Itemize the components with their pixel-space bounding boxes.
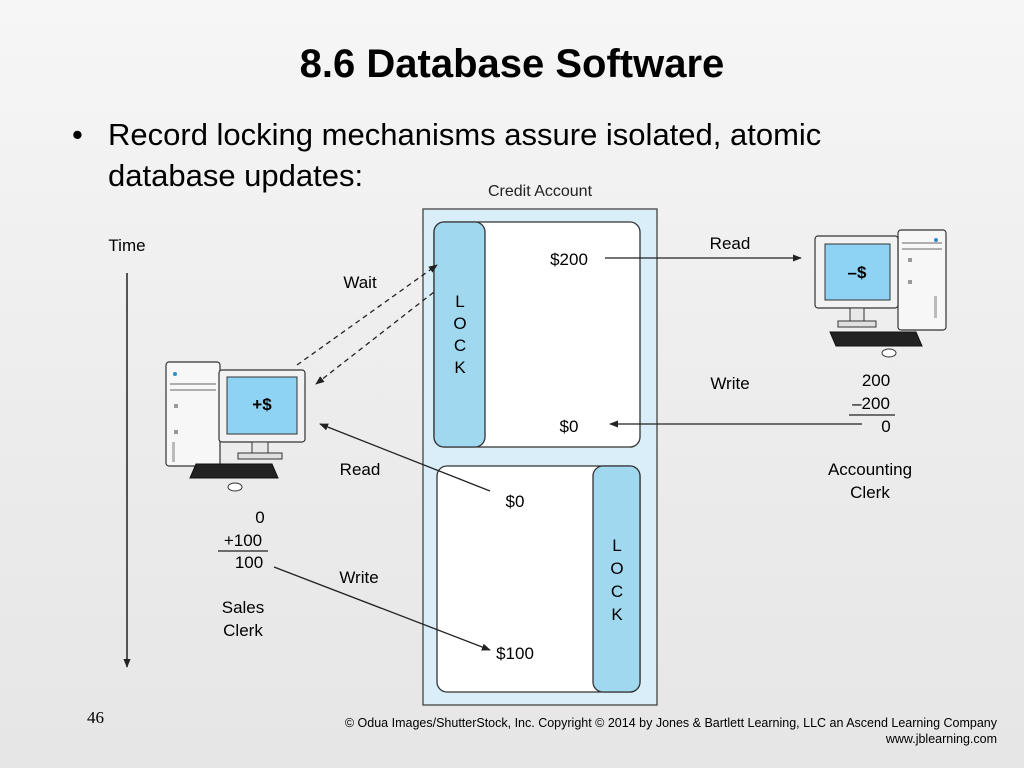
sales-calc-line-3: 100 <box>235 553 263 572</box>
sales-write-arrow <box>273 566 491 651</box>
copyright-line-1: © Odua Images/ShutterStock, Inc. Copyrig… <box>344 716 997 730</box>
copyright-notice: © Odua Images/ShutterStock, Inc. Copyrig… <box>345 715 997 747</box>
copyright-line-2: www.jblearning.com <box>885 732 997 746</box>
top-lock-letter-c: C <box>454 336 466 355</box>
bullet-symbol: • <box>72 117 83 152</box>
bottom-lock-letter-o: O <box>610 559 623 578</box>
sales-computer-icon: +$ <box>165 361 306 492</box>
bottom-lock-letter-k: K <box>611 605 623 624</box>
wait-arrow-1 <box>296 264 438 366</box>
sales-calc-line-1: 0 <box>255 508 264 527</box>
accounting-clerk-name-line-1: Accounting <box>828 460 912 479</box>
top-record-initial-value: $200 <box>550 250 588 269</box>
top-lock-letter-o: O <box>453 314 466 333</box>
bottom-lock-letter-l: L <box>612 536 621 555</box>
top-lock-bar <box>433 221 486 448</box>
accounting-screen-label: –$ <box>848 263 867 282</box>
accounting-read-label: Read <box>710 234 751 253</box>
wait-arrow-2 <box>315 291 435 385</box>
sales-clerk-name-line-1: Sales <box>222 598 265 617</box>
accounting-write-label: Write <box>710 374 749 393</box>
sales-read-arrow <box>319 423 491 492</box>
bottom-lock-letter-c: C <box>611 582 623 601</box>
top-lock-letter-k: K <box>454 358 466 377</box>
bullet-line-1: Record locking mechanisms assure isolate… <box>108 117 822 152</box>
sales-read-label: Read <box>340 460 381 479</box>
accounting-calc-line-3: 0 <box>881 417 890 436</box>
credit-account-label: Credit Account <box>488 183 593 200</box>
top-record-final-value: $0 <box>560 417 579 436</box>
sales-calc-line-2: +100 <box>224 531 262 550</box>
slide-title: 8.6 Database Software <box>299 42 725 86</box>
sales-screen-label: +$ <box>252 395 272 414</box>
time-label: Time <box>108 236 145 255</box>
accounting-computer-icon: –$ <box>814 229 947 358</box>
sales-clerk-name-line-2: Clerk <box>223 621 263 640</box>
page-number: 46 <box>87 708 104 727</box>
bottom-record: L O C K $0 $100 <box>436 465 641 693</box>
accounting-calc-line-1: 200 <box>862 371 890 390</box>
bottom-record-initial-value: $0 <box>506 492 525 511</box>
accounting-clerk-name-line-2: Clerk <box>850 483 890 502</box>
accounting-calc-line-2: –200 <box>852 394 890 413</box>
top-record: L O C K $200 $0 <box>433 221 641 448</box>
bottom-lock-bar <box>592 465 641 693</box>
sales-write-label: Write <box>339 568 378 587</box>
bullet-line-2: database updates: <box>108 158 364 193</box>
top-lock-letter-l: L <box>455 292 464 311</box>
bottom-record-final-value: $100 <box>496 644 534 663</box>
wait-label: Wait <box>343 273 377 292</box>
